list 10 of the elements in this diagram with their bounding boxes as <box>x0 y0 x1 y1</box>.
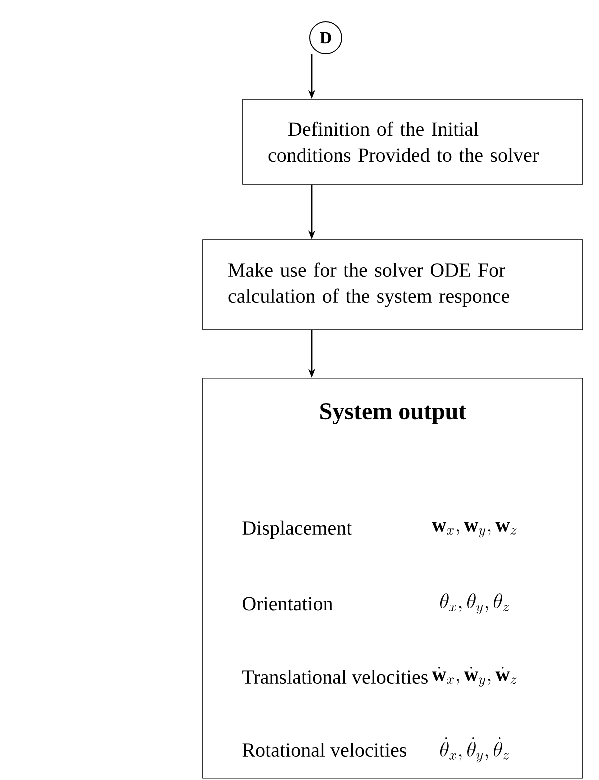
formula: $\mathbf{w}_x,\mathbf{w}_y,\mathbf{w}_z$ <box>432 522 517 538</box>
row-label: Translational velocities <box>242 670 428 684</box>
process-box: Make use for the solver ODE For calculation of the system responce <box>202 240 584 330</box>
formula: $\dot{\theta}_x,\dot{\theta}_y,\dot{\theta}_z$ <box>440 737 510 763</box>
row-label: Orientation <box>243 597 333 611</box>
row-label: Rotational velocities <box>242 742 406 758</box>
row-label: Displacement <box>242 520 352 540</box>
formula: $\dot{\mathbf{w}}_x,\dot{\mathbf{w}}_y,\dot{\mathbf{w}}_z$ <box>432 667 517 688</box>
process-box: Definition of the Initial conditions Provided to the solver <box>242 99 584 185</box>
formula: $\theta_x,\theta_y,\theta_z$ <box>440 594 510 614</box>
